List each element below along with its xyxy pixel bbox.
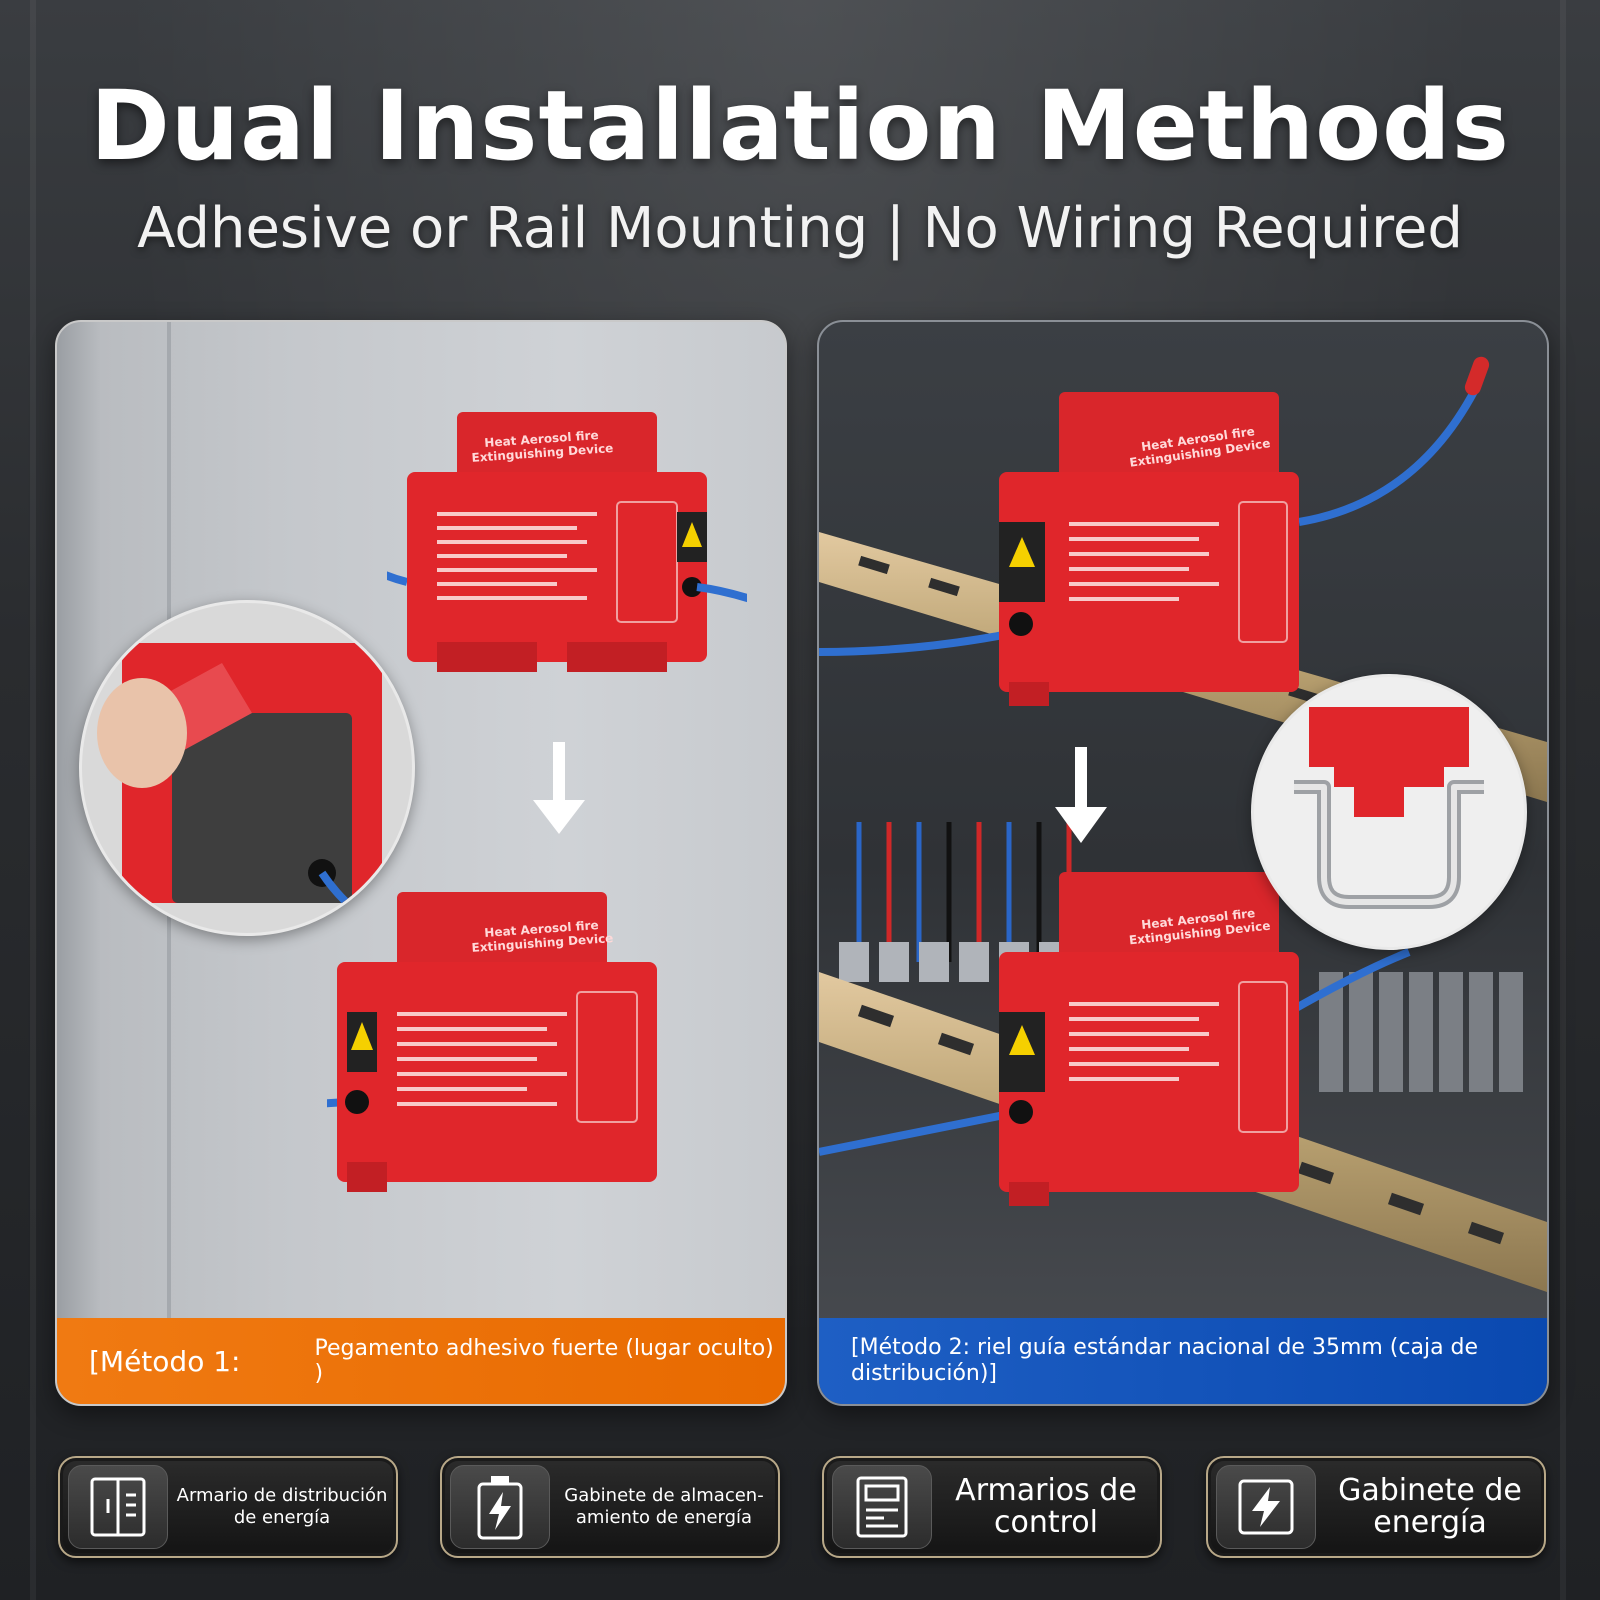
cabinet-edge xyxy=(30,0,36,1600)
badge-icon-frame xyxy=(1216,1465,1316,1549)
application-badge-control: Armarios de control xyxy=(822,1456,1162,1558)
cabinet-edge xyxy=(1560,0,1566,1600)
lightning-icon xyxy=(1238,1479,1294,1535)
method-2-caption: [Método 2: riel guía estándar nacional d… xyxy=(819,1318,1547,1404)
page-title: Dual Installation Methods xyxy=(90,70,1510,182)
badge-icon-frame xyxy=(450,1465,550,1549)
application-label: Armario de distribución de energía xyxy=(176,1485,388,1528)
adhesive-detail-inset xyxy=(79,600,415,936)
page-subtitle: Adhesive or Rail Mounting | No Wiring Re… xyxy=(137,196,1463,261)
down-arrow-icon xyxy=(533,742,585,834)
battery-icon xyxy=(477,1476,523,1540)
method-1-panel: Heat Aerosol fire Extinguishing Device xyxy=(55,320,787,1406)
method-2-text: [Método 2: riel guía estándar nacional d… xyxy=(851,1334,1479,1386)
application-badge-storage: Gabinete de almacen-amiento de energía xyxy=(440,1456,780,1558)
badge-icon-frame xyxy=(68,1465,168,1549)
rail-profile-diagram xyxy=(1294,707,1484,909)
down-arrow-icon xyxy=(1055,747,1107,843)
application-label: Gabinete de almacen-amiento de energía xyxy=(564,1485,764,1528)
application-label: Gabinete de energía xyxy=(1338,1472,1522,1540)
rail-device-bottom xyxy=(819,872,1411,1206)
device-top xyxy=(387,412,747,672)
adhesive-foam-illustration xyxy=(97,643,382,927)
method-1-caption: [Método 1: Pegamento adhesivo fuerte (lu… xyxy=(57,1318,785,1404)
application-badge-distribution: Armario de distribución de energía xyxy=(58,1456,398,1558)
method-1-label: [Método 1: xyxy=(89,1344,241,1378)
rail-profile-inset xyxy=(1251,674,1527,950)
cabinet-icon xyxy=(90,1477,146,1537)
method-2-panel: Heat Aerosol fire Extinguishing Device H… xyxy=(817,320,1549,1406)
application-label: Armarios de control xyxy=(955,1472,1137,1540)
device-bottom xyxy=(327,892,657,1192)
method-1-text: Pegamento adhesivo fuerte (lugar oculto)… xyxy=(314,1335,774,1386)
rail-device-top xyxy=(819,356,1490,706)
control-panel-icon xyxy=(856,1476,908,1538)
badge-icon-frame xyxy=(832,1465,932,1549)
application-badge-energy: Gabinete de energía xyxy=(1206,1456,1546,1558)
